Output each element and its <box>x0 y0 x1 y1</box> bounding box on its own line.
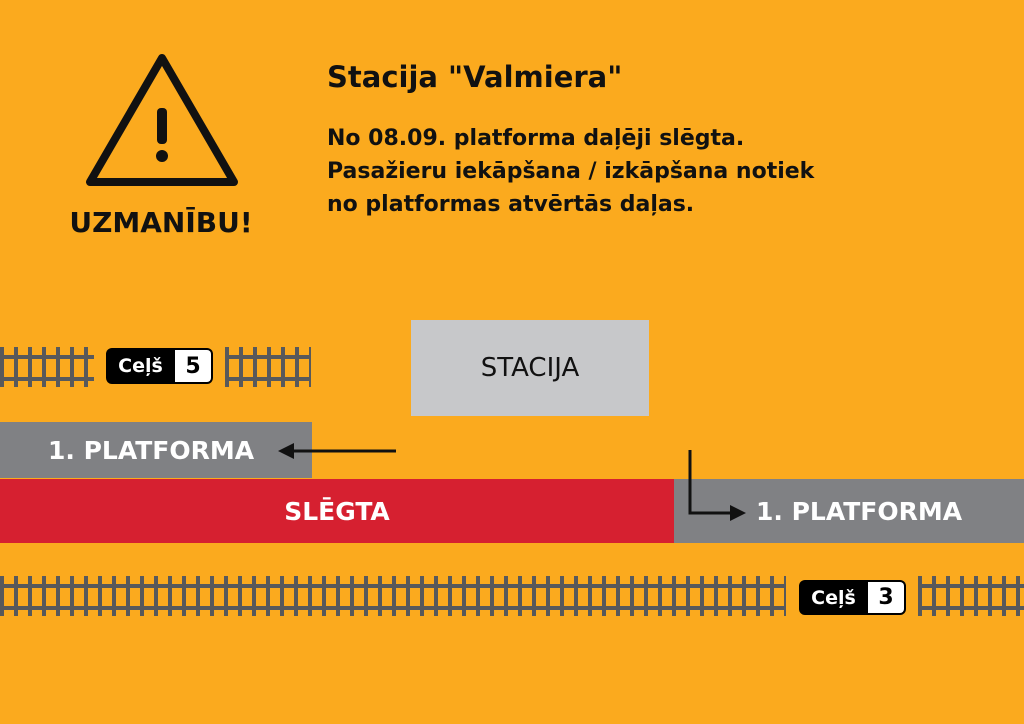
track-5-sign: Ceļš 5 <box>106 348 213 384</box>
arrow-left-icon <box>278 443 396 459</box>
notice-body: No 08.09. platforma daļēji slēgta. Pasaž… <box>327 122 814 221</box>
notice-title: Stacija "Valmiera" <box>327 60 623 94</box>
track-label: Ceļš <box>811 586 856 609</box>
warning-label: UZMANĪBU! <box>69 206 253 239</box>
warning-triangle-icon <box>86 54 238 186</box>
notice-line: no platformas atvērtās daļas. <box>327 192 695 217</box>
notice-line: No 08.09. platforma daļēji slēgta. <box>327 126 745 151</box>
track-3-left <box>0 576 786 616</box>
track-5-right <box>225 347 311 387</box>
track-number: 3 <box>868 582 904 613</box>
track-3-sign: Ceļš 3 <box>799 580 906 615</box>
notice-line: Pasažieru iekāpšana / izkāpšana notiek <box>327 159 815 184</box>
track-5-left <box>0 347 94 387</box>
platform-left: 1. PLATFORMA <box>0 422 312 478</box>
track-number: 5 <box>175 350 211 382</box>
closed-section: SLĒGTA <box>0 479 674 543</box>
station-building: STACIJA <box>411 320 649 416</box>
arrow-bent-right-icon <box>688 450 746 521</box>
track-3-right <box>918 576 1024 616</box>
track-label: Ceļš <box>118 355 163 377</box>
